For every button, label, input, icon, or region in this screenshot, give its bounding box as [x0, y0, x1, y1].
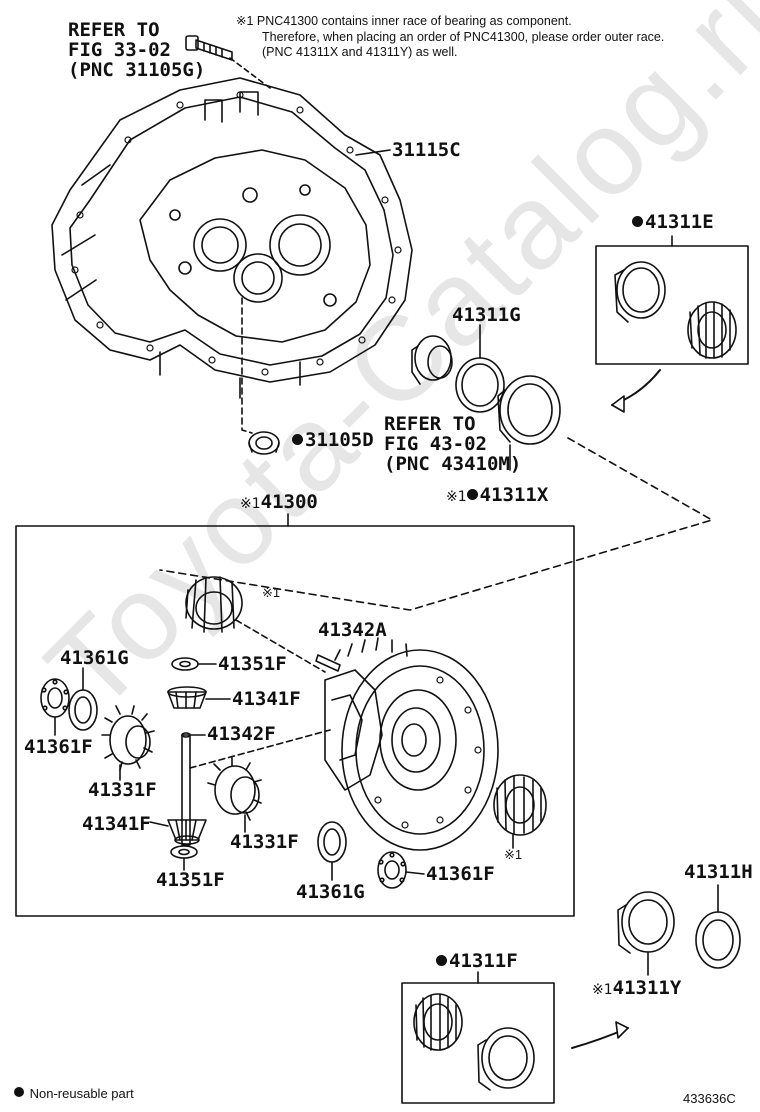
refer-33-line2: FIG 33-02	[68, 39, 171, 61]
bearing-41311f-drawing	[413, 993, 535, 1091]
label-41311y[interactable]: ※141311Y	[592, 977, 682, 999]
label-41342f[interactable]: 41342F	[207, 723, 276, 745]
label-41351f-top[interactable]: 41351F	[218, 653, 287, 675]
label-41361g-bottom[interactable]: 41361G	[296, 881, 365, 903]
side-gear-right-drawing	[207, 757, 262, 821]
component-note-line2: Therefore, when placing an order of PNC4…	[262, 30, 665, 44]
label-41342a[interactable]: 41342A	[318, 619, 387, 641]
differential-assembly-box	[15, 525, 575, 917]
note-mark: ※1	[446, 489, 467, 505]
label-41300[interactable]: ※141300	[240, 491, 318, 513]
side-gear-left-drawing	[101, 705, 155, 771]
label-41341f-bottom[interactable]: 41341F	[82, 813, 151, 835]
refer-43-line2: FIG 43-02	[384, 433, 487, 455]
bearing-41311g-drawing	[411, 335, 453, 385]
note-mark: ※1	[240, 496, 261, 512]
pinion-gear-bottom-drawing	[167, 819, 207, 845]
label-41351f-bottom[interactable]: 41351F	[156, 869, 225, 891]
non-reusable-dot-icon	[436, 955, 447, 966]
shim-41311g-drawing	[455, 357, 505, 413]
pin-41342a-drawing	[315, 654, 341, 672]
label-41331f-right[interactable]: 41331F	[230, 831, 299, 853]
component-note-line1: ※1 PNC41300 contains inner race of beari…	[236, 14, 572, 28]
label-41311h[interactable]: 41311H	[684, 861, 753, 883]
bolt-drawing	[185, 35, 233, 61]
label-41331f-left[interactable]: 41331F	[88, 779, 157, 801]
oil-seal-drawing	[248, 431, 280, 455]
label-41341f-top[interactable]: 41341F	[232, 688, 301, 710]
label-41361f-left[interactable]: 41361F	[24, 736, 93, 758]
label-31115c[interactable]: 31115C	[392, 139, 461, 161]
refer-43-line3: (PNC 43410M)	[384, 453, 522, 475]
differential-case-drawing	[324, 637, 499, 851]
refer-33-line3: (PNC 31105G)	[68, 59, 206, 81]
bearing-41311e-box	[595, 245, 749, 365]
plate-right-drawing	[377, 851, 407, 889]
label-41311f[interactable]: 41311F	[436, 951, 518, 972]
label-41311e[interactable]: 41311E	[632, 212, 714, 233]
non-reusable-dot-icon	[14, 1087, 24, 1097]
non-reusable-dot-icon	[632, 216, 643, 227]
refer-33-line1: REFER TO	[68, 19, 160, 41]
label-41361f-right[interactable]: 41361F	[426, 863, 495, 885]
outer-race-41311x-drawing	[497, 375, 561, 445]
non-reusable-dot-icon	[292, 434, 303, 445]
component-note-line3: (PNC 41311X and 41311Y) as well.	[262, 45, 458, 59]
note-mark-right-race: ※1	[504, 847, 523, 862]
inner-race-top-drawing	[185, 576, 243, 633]
label-41311g[interactable]: 41311G	[452, 304, 521, 326]
outer-race-41311y-drawing	[617, 891, 675, 954]
washer-bottom-drawing	[170, 845, 198, 859]
inner-race-right-drawing	[493, 774, 547, 836]
bearing-41311e-drawing	[614, 261, 737, 359]
thrust-washer-bottom-drawing	[317, 821, 347, 863]
washer-top-drawing	[171, 657, 199, 671]
refer-43-line1: REFER TO	[384, 413, 476, 435]
note-mark-top-race: ※1	[262, 585, 281, 600]
label-31105d[interactable]: 31105D	[292, 430, 374, 451]
non-reusable-dot-icon	[466, 489, 478, 500]
pinion-gear-top-drawing	[167, 686, 207, 709]
legend: Non-reusable part	[14, 1086, 134, 1101]
figure-code: 433636C	[683, 1091, 736, 1106]
shim-41311h-drawing	[695, 911, 741, 969]
label-41361g-top[interactable]: 41361G	[60, 647, 129, 669]
plate-left-drawing	[40, 678, 70, 718]
thrust-washer-top-drawing	[68, 689, 98, 731]
transaxle-housing-drawing	[51, 77, 413, 399]
note-mark: ※1	[592, 982, 613, 998]
